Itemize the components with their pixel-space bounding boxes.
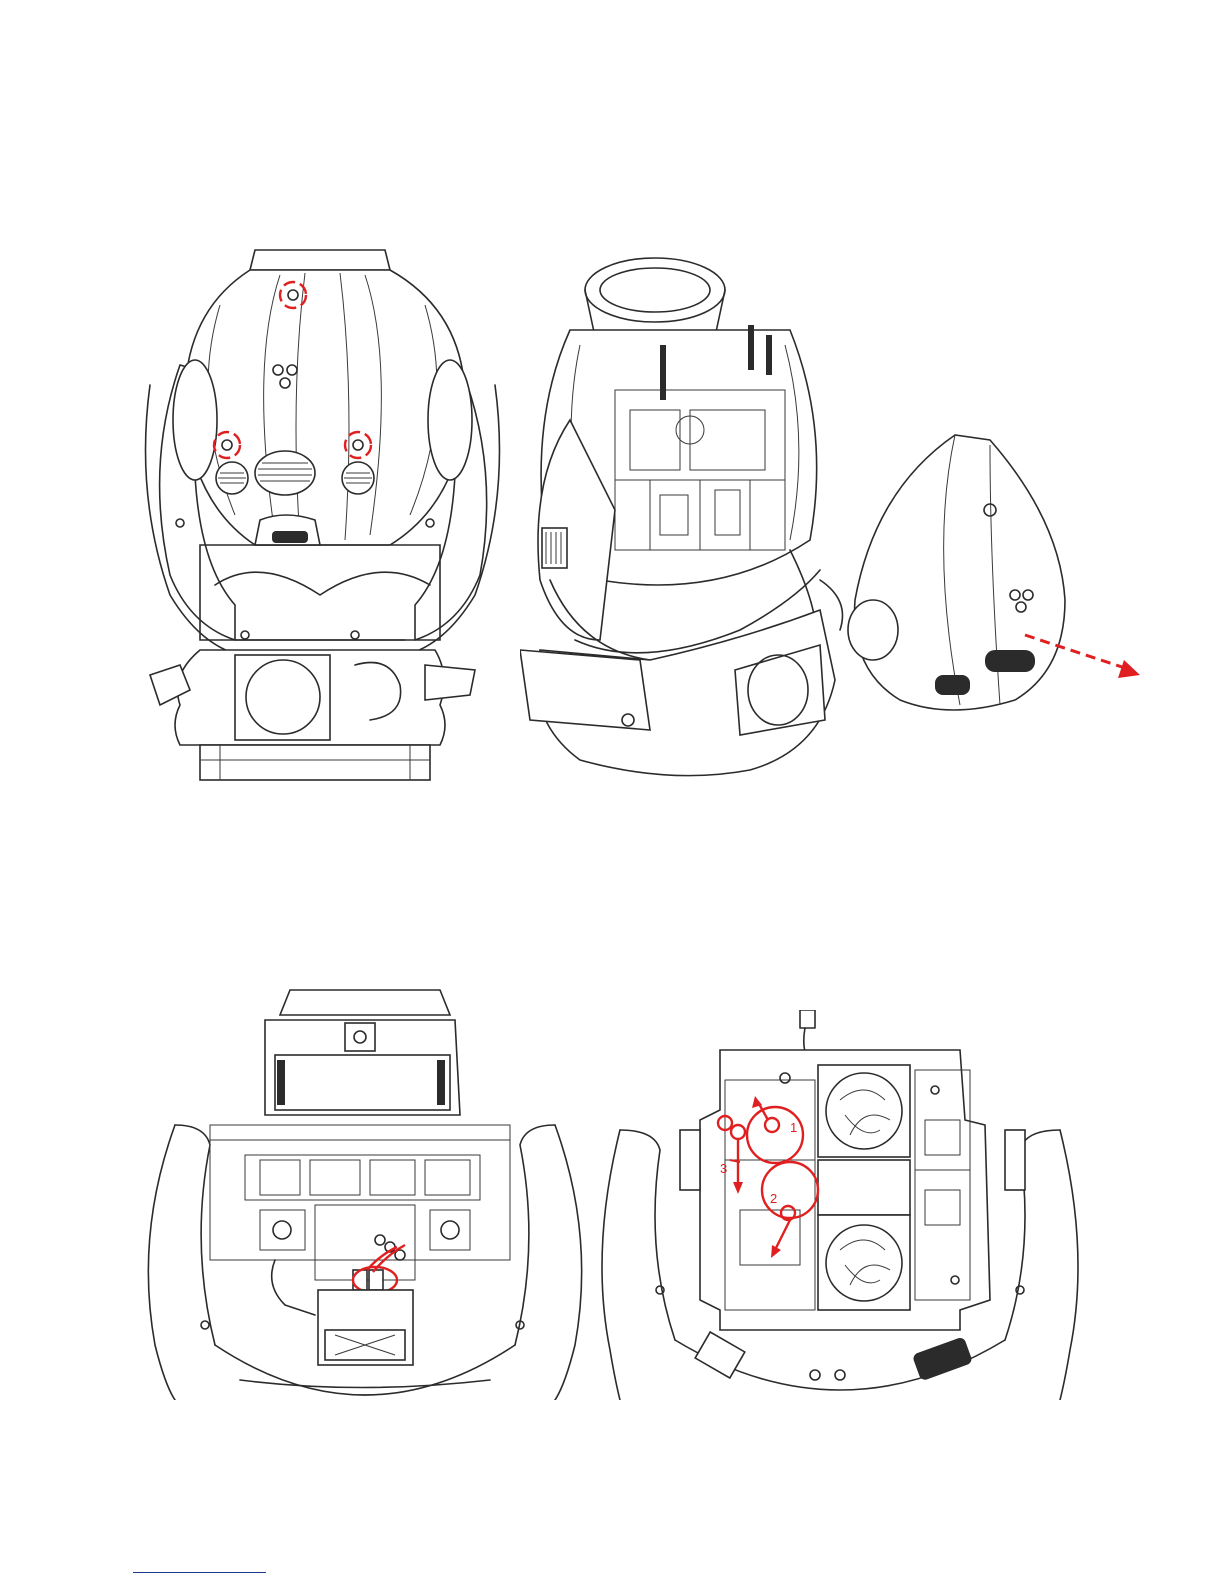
head-internals-back-drawing: 1 2 3 <box>600 1010 1080 1400</box>
step-1-label: 1 <box>790 1120 797 1135</box>
figure-head-open-front <box>135 280 595 695</box>
footer-rule <box>133 1572 266 1573</box>
head-internals-front-drawing <box>135 280 595 695</box>
figure-head-open-back: 1 2 3 <box>600 1010 1080 1400</box>
figure-cover-removal <box>520 250 1145 795</box>
step-3-label: 3 <box>720 1161 727 1176</box>
head-internals-front-body <box>135 985 595 1400</box>
step-2-label: 2 <box>770 1191 777 1206</box>
figure-head-open-front-body <box>135 985 595 1400</box>
cover-removal-drawing <box>520 250 1145 795</box>
